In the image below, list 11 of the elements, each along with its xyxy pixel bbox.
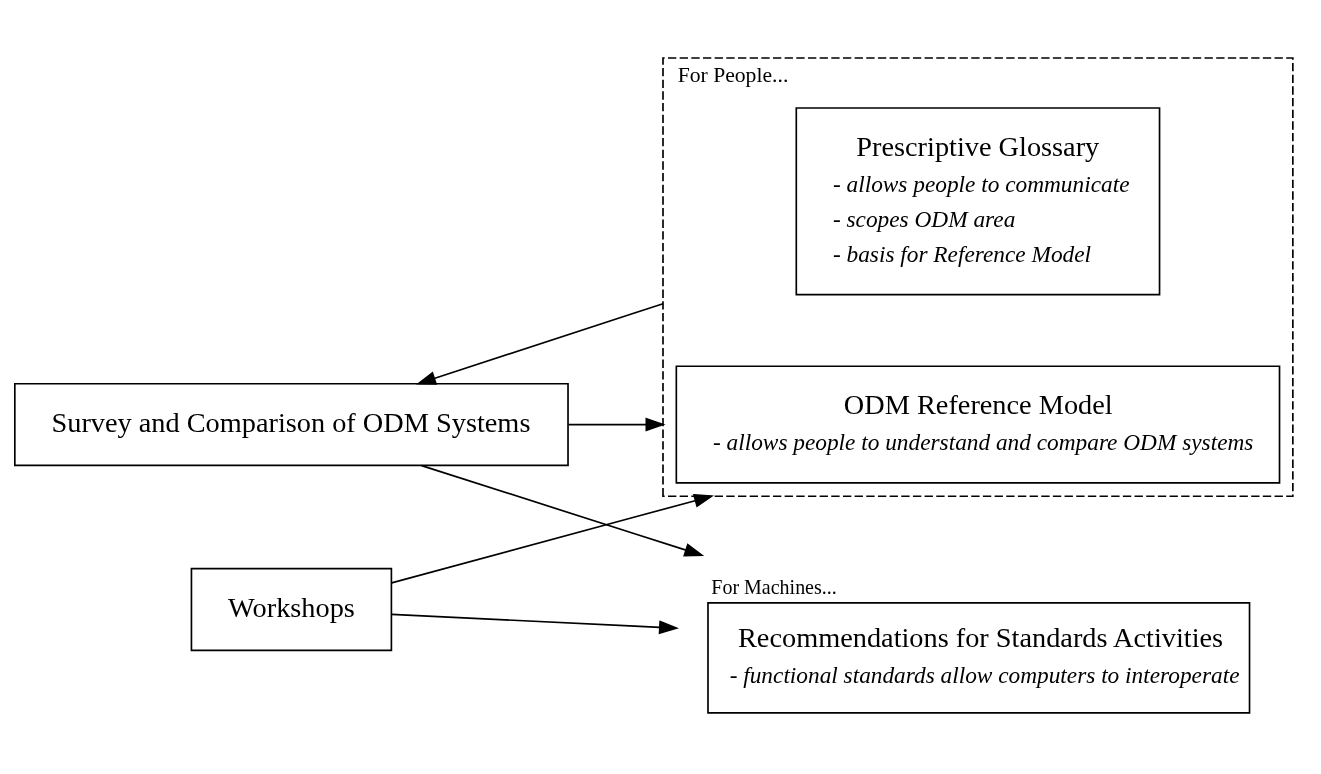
node-box: Recommendations for Standards Activities - functional standards allow computers to interoperate (707, 601, 1251, 714)
arrow (390, 493, 715, 584)
arrow (567, 417, 666, 432)
arrow (390, 613, 679, 634)
arrow (420, 464, 705, 557)
node-box: ODM Reference Model - allows people to understand and compare ODM systems (675, 364, 1281, 484)
node-label: For Machines... (711, 575, 837, 598)
node-box: Prescriptive Glossary - allows people to communicate - scopes ODM area - basis for Reference Model (795, 106, 1161, 295)
node-box: Workshops (190, 567, 393, 651)
node-box: Survey and Comparison of ODM Systems (14, 382, 569, 466)
arrow (416, 302, 664, 385)
